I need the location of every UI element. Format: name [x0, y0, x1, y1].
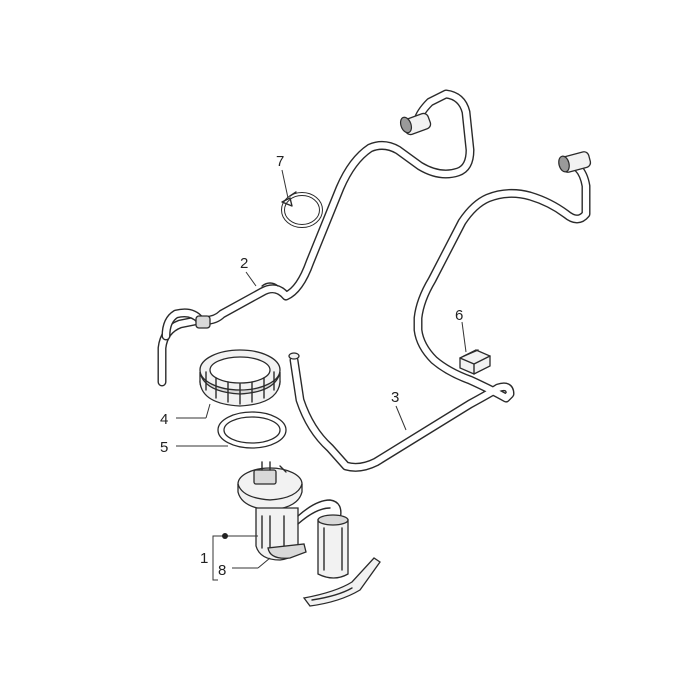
- fuel-hose-upper: [157, 89, 475, 387]
- callout-8: 8: [218, 562, 226, 579]
- callout-3: 3: [391, 389, 399, 406]
- hose-end-cap: [288, 352, 300, 360]
- callout-2: 2: [240, 255, 248, 272]
- hose-clamp: [281, 191, 323, 228]
- leader-7: [281, 169, 289, 199]
- callout-7: 7: [276, 153, 284, 170]
- callout-6: 6: [455, 307, 463, 324]
- leader-lines: [176, 169, 467, 581]
- leader-2: [245, 271, 257, 287]
- callout-1: 1: [200, 550, 208, 567]
- hose-clip-small: [195, 315, 211, 329]
- bracket-1: [212, 535, 218, 581]
- bullet-dot: [222, 533, 228, 539]
- hose-connector-right: [558, 151, 592, 173]
- callout-5: 5: [160, 439, 168, 456]
- fuel-hose-lower: [288, 151, 592, 472]
- tank-lock-ring: [199, 349, 281, 407]
- fuel-pump-assembly: [237, 461, 381, 607]
- callout-4: 4: [160, 411, 168, 428]
- leader-3: [395, 405, 407, 431]
- hose-clip: [459, 349, 491, 375]
- tank-seal-gasket: [217, 411, 287, 449]
- leader-6: [461, 321, 467, 353]
- hose-connector-top: [399, 112, 432, 136]
